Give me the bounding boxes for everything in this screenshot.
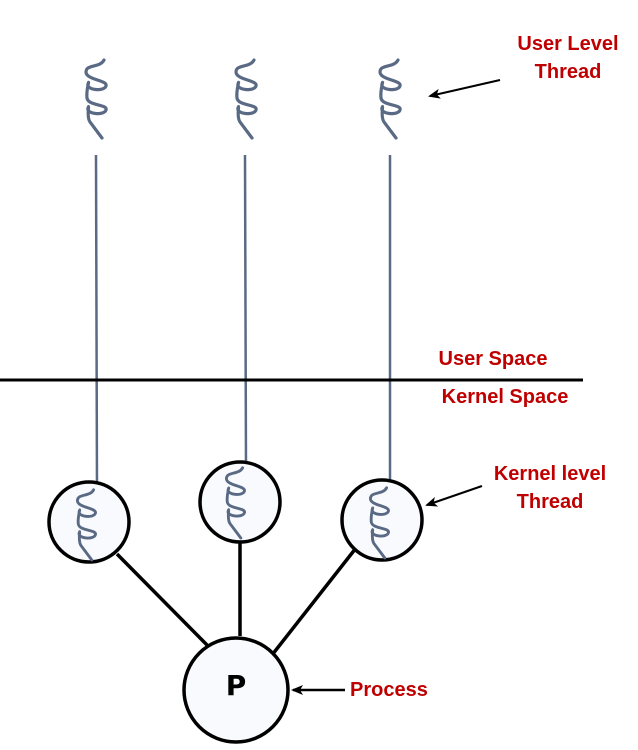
- kernel-thread-arrow: [425, 485, 483, 507]
- process-node: [182, 636, 290, 744]
- edge-kernel1-process: [115, 552, 210, 648]
- kernel-space-label: Kernel Space: [441, 386, 569, 408]
- edge-kernel3-process: [270, 546, 358, 657]
- label-line: Thread: [516, 491, 584, 513]
- kernel-thread-node-1: [47, 480, 131, 564]
- user-level-thread-label: User Level Thread: [498, 30, 638, 86]
- thread-line-2: [243, 154, 248, 469]
- kernel-thread-node-3: [340, 478, 424, 562]
- user-space-label: User Space: [438, 348, 548, 370]
- user-thread-icon-3: [378, 58, 402, 140]
- label-line: Kernel level: [493, 463, 607, 485]
- user-thread-icon-1: [84, 58, 108, 140]
- kernel-level-thread-label: Kernel level Thread: [470, 460, 630, 516]
- label-line: User Level: [517, 33, 619, 55]
- thread-line-1: [94, 154, 99, 491]
- label-line: Thread: [534, 61, 602, 83]
- process-label: Process: [350, 679, 428, 701]
- user-thread-arrow: [428, 79, 501, 99]
- process-node-label: P: [225, 669, 247, 702]
- user-thread-icon-2: [234, 58, 258, 140]
- kernel-thread-node-2: [198, 460, 282, 544]
